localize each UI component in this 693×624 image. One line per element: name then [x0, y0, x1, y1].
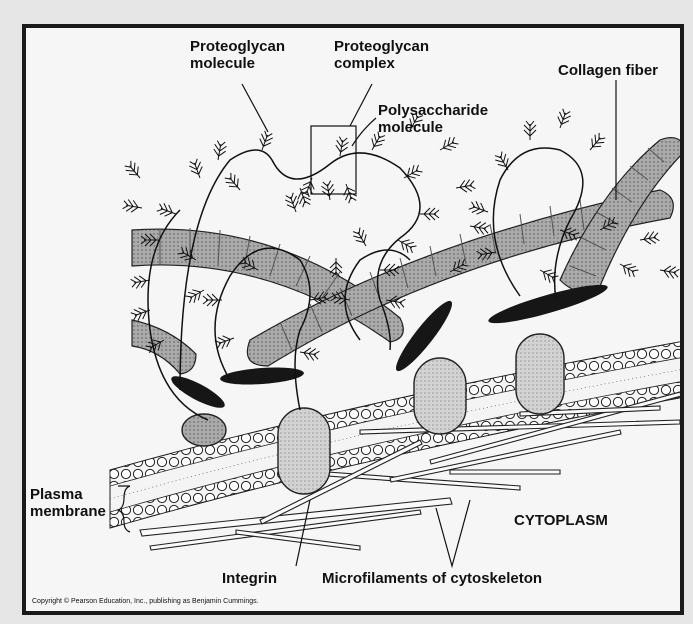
label-proteoglycan-complex-line2: complex — [334, 55, 429, 72]
label-proteoglycan-molecule: Proteoglycan molecule — [190, 38, 285, 72]
label-proteoglycan-molecule-line1: Proteoglycan — [190, 38, 285, 55]
label-proteoglycan-complex: Proteoglycan complex — [334, 38, 429, 72]
label-integrin: Integrin — [222, 570, 277, 587]
label-proteoglycan-molecule-line2: molecule — [190, 55, 285, 72]
label-polysaccharide-line2: molecule — [378, 119, 488, 136]
label-plasma-line2: membrane — [30, 503, 106, 520]
label-collagen-fiber: Collagen fiber — [558, 62, 658, 79]
label-plasma-line1: Plasma — [30, 486, 106, 503]
label-polysaccharide-line1: Polysaccharide — [378, 102, 488, 119]
label-polysaccharide-molecule: Polysaccharide molecule — [378, 102, 488, 136]
label-plasma-membrane: Plasma membrane — [30, 486, 106, 520]
label-cytoplasm: CYTOPLASM — [514, 512, 608, 529]
copyright-notice: Copyright © Pearson Education, Inc., pub… — [32, 598, 259, 605]
label-microfilaments: Microfilaments of cytoskeleton — [322, 570, 542, 587]
label-proteoglycan-complex-line1: Proteoglycan — [334, 38, 429, 55]
